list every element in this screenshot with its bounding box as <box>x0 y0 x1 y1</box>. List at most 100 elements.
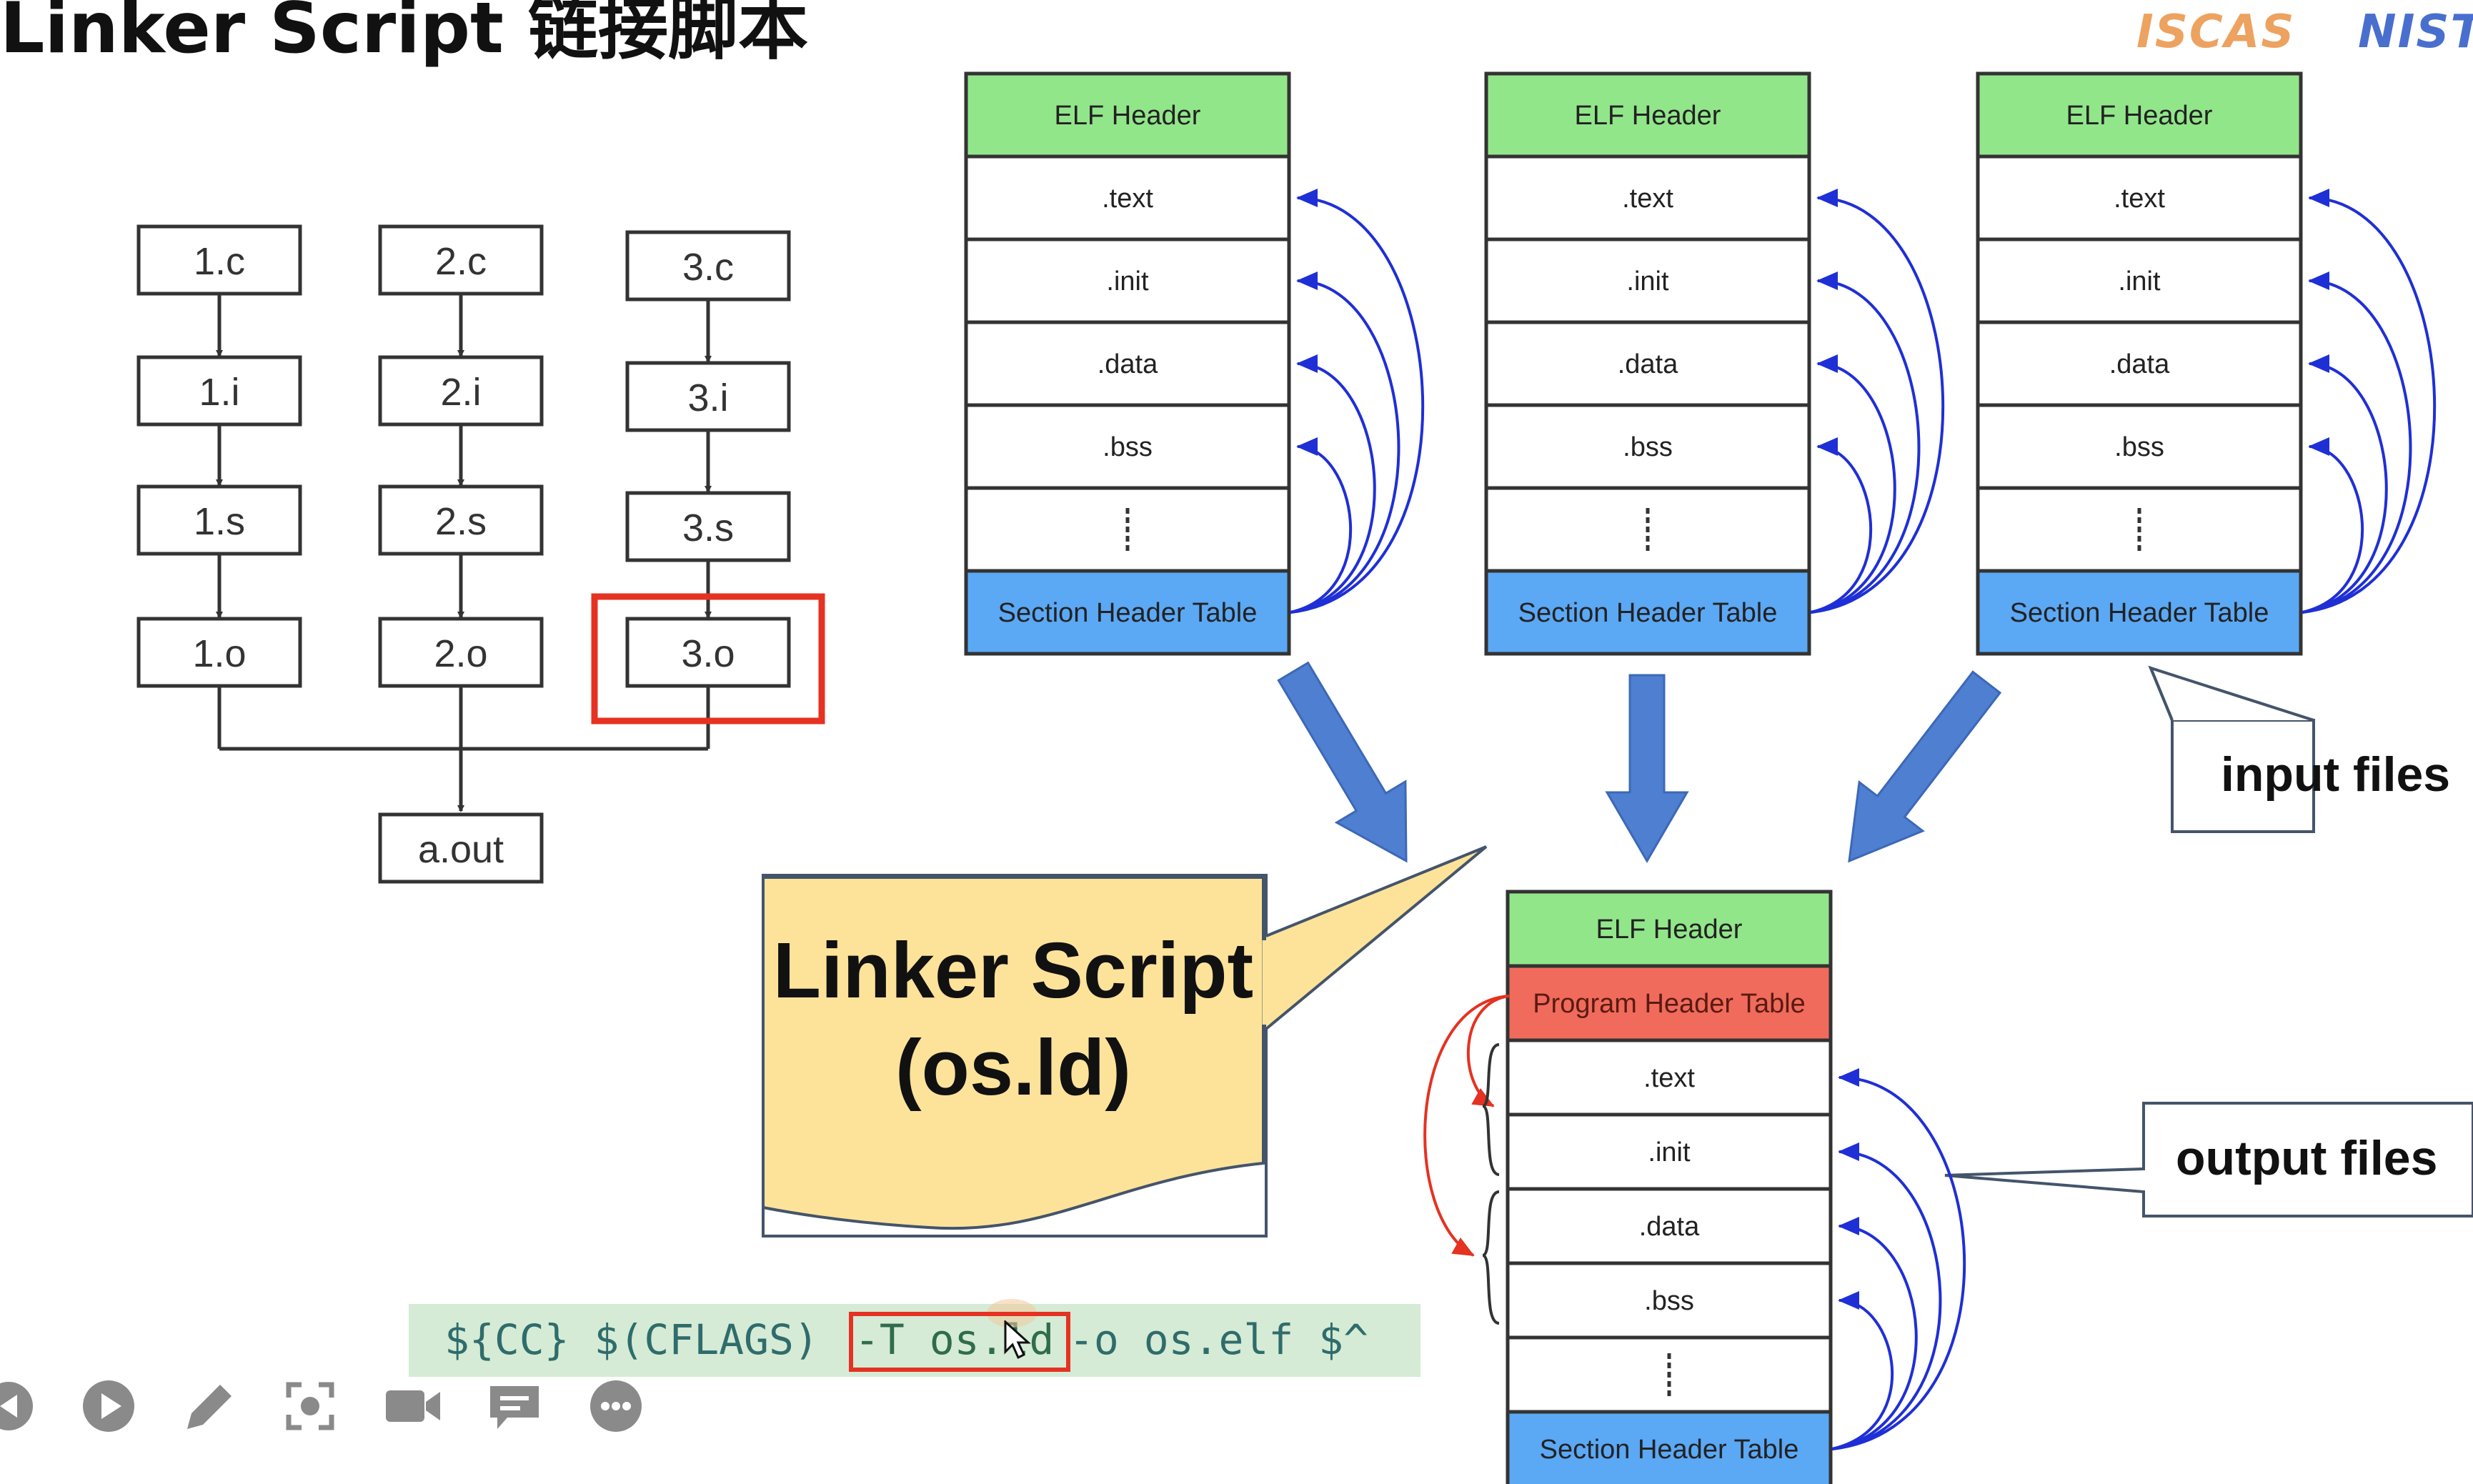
output-table-label-data: .data <box>1639 1212 1700 1242</box>
screenshot-icon[interactable] <box>286 1382 334 1430</box>
mouse-cursor-icon <box>1004 1320 1031 1360</box>
linker-script-title: Linker Script <box>772 927 1254 1015</box>
output-table-section-link <box>1831 1068 1966 1450</box>
input-table-3-row-elf-header <box>1976 71 2303 159</box>
input-table-2-section-link <box>1810 272 1921 614</box>
output-table-section-link <box>1831 1217 1918 1450</box>
input-table-2-ellipsis-dot <box>1646 536 1650 542</box>
input-table-1-ellipsis-dot <box>1125 545 1130 551</box>
arrow-input3-to-output <box>1848 670 2002 863</box>
page-title: Linker Script 链接脚本 <box>0 0 808 69</box>
input-table-2-ellipsis-dot <box>1646 527 1650 532</box>
file-box-3-i <box>625 361 791 432</box>
input-table-2-section-link <box>1810 354 1896 614</box>
output-table-label-bss: .bss <box>1644 1286 1694 1316</box>
input-table-2-ellipsis-dot <box>1646 517 1650 523</box>
output-table-label-program-header-table: Program Header Table <box>1533 989 1806 1019</box>
program-header-link <box>1466 995 1510 1107</box>
input-table-3-label-data: .data <box>2109 349 2170 379</box>
output-table-ellipsis-dot <box>1667 1372 1671 1378</box>
input-table-3-label-init: .init <box>2118 267 2161 297</box>
input-table-3-row-bss <box>1976 403 2303 490</box>
input-table-2-label-bss: .bss <box>1623 432 1673 462</box>
file-label-1-s: 1.s <box>194 500 245 543</box>
camera-icon[interactable] <box>386 1390 440 1422</box>
linker-script-pointer <box>1265 845 1488 1030</box>
input-table-1-label-bss: .bss <box>1103 432 1153 462</box>
iscas-logo: ISCAS <box>2136 6 2296 59</box>
input-table-1-ellipsis-dot <box>1125 508 1130 514</box>
output-table-label-init: .init <box>1648 1137 1691 1167</box>
input-callout-pointer-edge <box>2148 665 2314 722</box>
output-table-row-elf-header <box>1506 890 1833 968</box>
input-table-1-section-link <box>1290 272 1400 614</box>
input-table-1-row-elf-header <box>964 71 1291 159</box>
output-callout-pointer <box>1944 1167 2144 1193</box>
file-label-1-i: 1.i <box>199 371 239 414</box>
input-table-2-section-link <box>1810 189 1945 614</box>
comment-icon[interactable] <box>490 1386 539 1429</box>
file-label-2-s: 2.s <box>435 500 487 543</box>
input-table-1-ellipsis-dot <box>1125 517 1130 523</box>
pen-icon[interactable] <box>187 1385 232 1429</box>
input-table-3-ellipsis-dot <box>2137 545 2141 551</box>
file-box-1-i <box>136 355 302 427</box>
file-label-1-o: 1.o <box>192 632 246 675</box>
file-box-3-o <box>625 617 791 688</box>
highlight-3o-box <box>591 593 825 724</box>
back-icon[interactable] <box>0 1382 33 1430</box>
input-table-3-ellipsis-dot <box>2137 527 2141 532</box>
nist-logo: NIST <box>2358 6 2473 59</box>
input-table-2-row-text <box>1484 154 1811 241</box>
input-table-1-row-bss <box>964 403 1291 490</box>
output-binary-label: a.out <box>418 828 504 871</box>
more-icon[interactable] <box>590 1380 642 1432</box>
input-table-2-row-init <box>1484 237 1811 324</box>
input-files-label: input files <box>2221 747 2451 802</box>
input-table-3-label-section-header-table: Section Header Table <box>2010 598 2269 628</box>
arrow-input1-to-output <box>1277 661 1408 863</box>
input-table-1-label-section-header-table: Section Header Table <box>998 598 1258 628</box>
input-table-3-row-text <box>1976 154 2303 241</box>
file-label-3-s: 3.s <box>682 507 734 549</box>
output-table-row-program-header-table <box>1506 964 1833 1042</box>
file-label-1-c: 1.c <box>194 240 245 283</box>
file-box-2-o <box>378 617 544 688</box>
input-table-2-ellipsis-dot <box>1646 545 1650 551</box>
input-table-3-label-bss: .bss <box>2114 432 2164 462</box>
linker-script-filename: (os.ld) <box>895 1024 1131 1112</box>
file-label-3-o: 3.o <box>681 632 735 675</box>
input-table-2-row-elf-header <box>1484 71 1811 159</box>
input-table-3-label-elf-header: ELF Header <box>2066 101 2213 131</box>
input-table-1-section-link <box>1290 354 1376 614</box>
input-table-1-ellipsis-dot <box>1125 527 1130 532</box>
input-table-2-label-init: .init <box>1626 267 1669 297</box>
output-table-row-bss <box>1506 1261 1833 1340</box>
output-table-label-section-header-table: Section Header Table <box>1540 1435 1799 1465</box>
segment-brace <box>1482 1190 1500 1325</box>
output-table-row-section-header-table <box>1506 1410 1833 1484</box>
output-table-ellipsis-dot <box>1667 1390 1671 1396</box>
output-table-ellipsis-dot <box>1667 1353 1671 1359</box>
output-table-label-text: .text <box>1643 1063 1695 1093</box>
linker-script-document <box>762 876 1265 1230</box>
input-table-2-label-section-header-table: Section Header Table <box>1518 598 1778 628</box>
output-table-ellipsis-dot <box>1667 1363 1671 1368</box>
input-table-3-ellipsis-dot <box>2137 508 2141 514</box>
output-binary-box <box>378 812 544 884</box>
program-header-link <box>1423 995 1510 1257</box>
command-suffix: -o os.elf $^ <box>1069 1315 1369 1364</box>
input-table-3-section-link <box>2302 189 2437 614</box>
file-label-2-i: 2.i <box>440 371 481 414</box>
command-bar <box>409 1304 1420 1377</box>
input-table-2-ellipsis-dot <box>1646 508 1650 514</box>
play-icon[interactable] <box>83 1380 134 1432</box>
output-files-label: output files <box>2176 1131 2438 1185</box>
output-table-label-elf-header: ELF Header <box>1596 915 1743 945</box>
file-box-1-c <box>136 224 302 296</box>
input-table-1-label-elf-header: ELF Header <box>1055 101 1201 131</box>
input-table-1-label-init: .init <box>1106 267 1149 297</box>
input-table-1-section-link <box>1290 437 1353 614</box>
input-table-1-ellipsis-dot <box>1125 536 1130 542</box>
